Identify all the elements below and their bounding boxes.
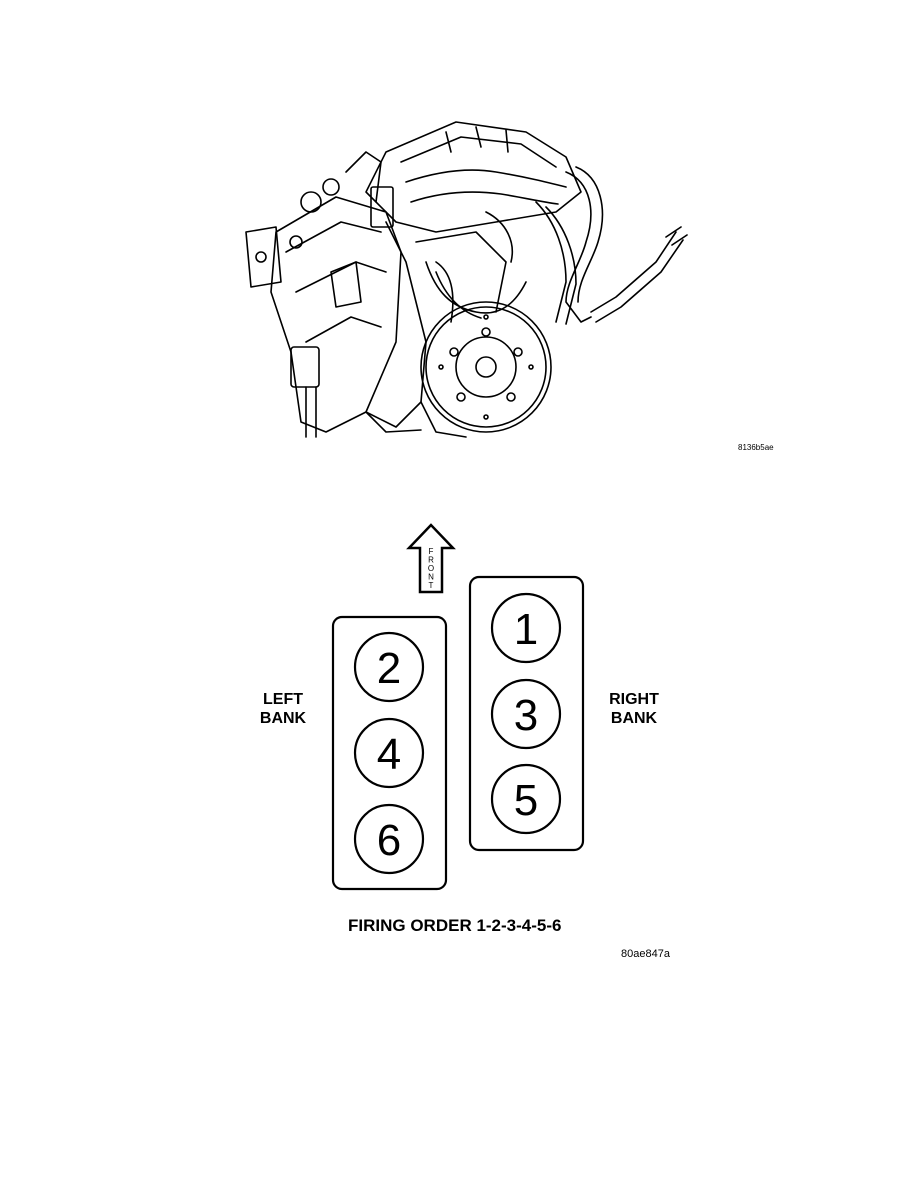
cylinder-number: 2 [377, 644, 401, 693]
left-bank-label: LEFT BANK [259, 691, 307, 727]
front-letter: F [429, 547, 434, 556]
cylinder-circle [353, 631, 425, 703]
figure-id-diagram: 80ae847a [621, 948, 670, 960]
cylinder-circle [353, 803, 425, 875]
cylinder-number: 3 [514, 691, 538, 740]
cylinder-number: 5 [514, 776, 538, 825]
cylinder-number: 4 [377, 730, 401, 779]
cylinder-circle [490, 763, 562, 835]
front-letter: N [428, 573, 434, 582]
cylinder-circle [490, 592, 562, 664]
right-bank-cylinders: 1 3 5 [490, 592, 562, 835]
cylinder-number: 1 [514, 605, 538, 654]
right-bank-label: RIGHT BANK [609, 691, 659, 727]
left-bank-cylinders: 2 4 6 [353, 631, 425, 875]
cylinder-circle [490, 678, 562, 750]
cylinder-circle [353, 717, 425, 789]
front-letter: T [429, 581, 434, 590]
figure-id-engine: 8136b5ae [738, 443, 774, 452]
cylinder-number: 6 [377, 816, 401, 865]
front-letter: O [428, 564, 434, 573]
engine-illustration [245, 121, 688, 438]
front-letter: R [428, 556, 434, 565]
firing-order-caption: FIRING ORDER 1-2-3-4-5-6 [348, 916, 562, 935]
